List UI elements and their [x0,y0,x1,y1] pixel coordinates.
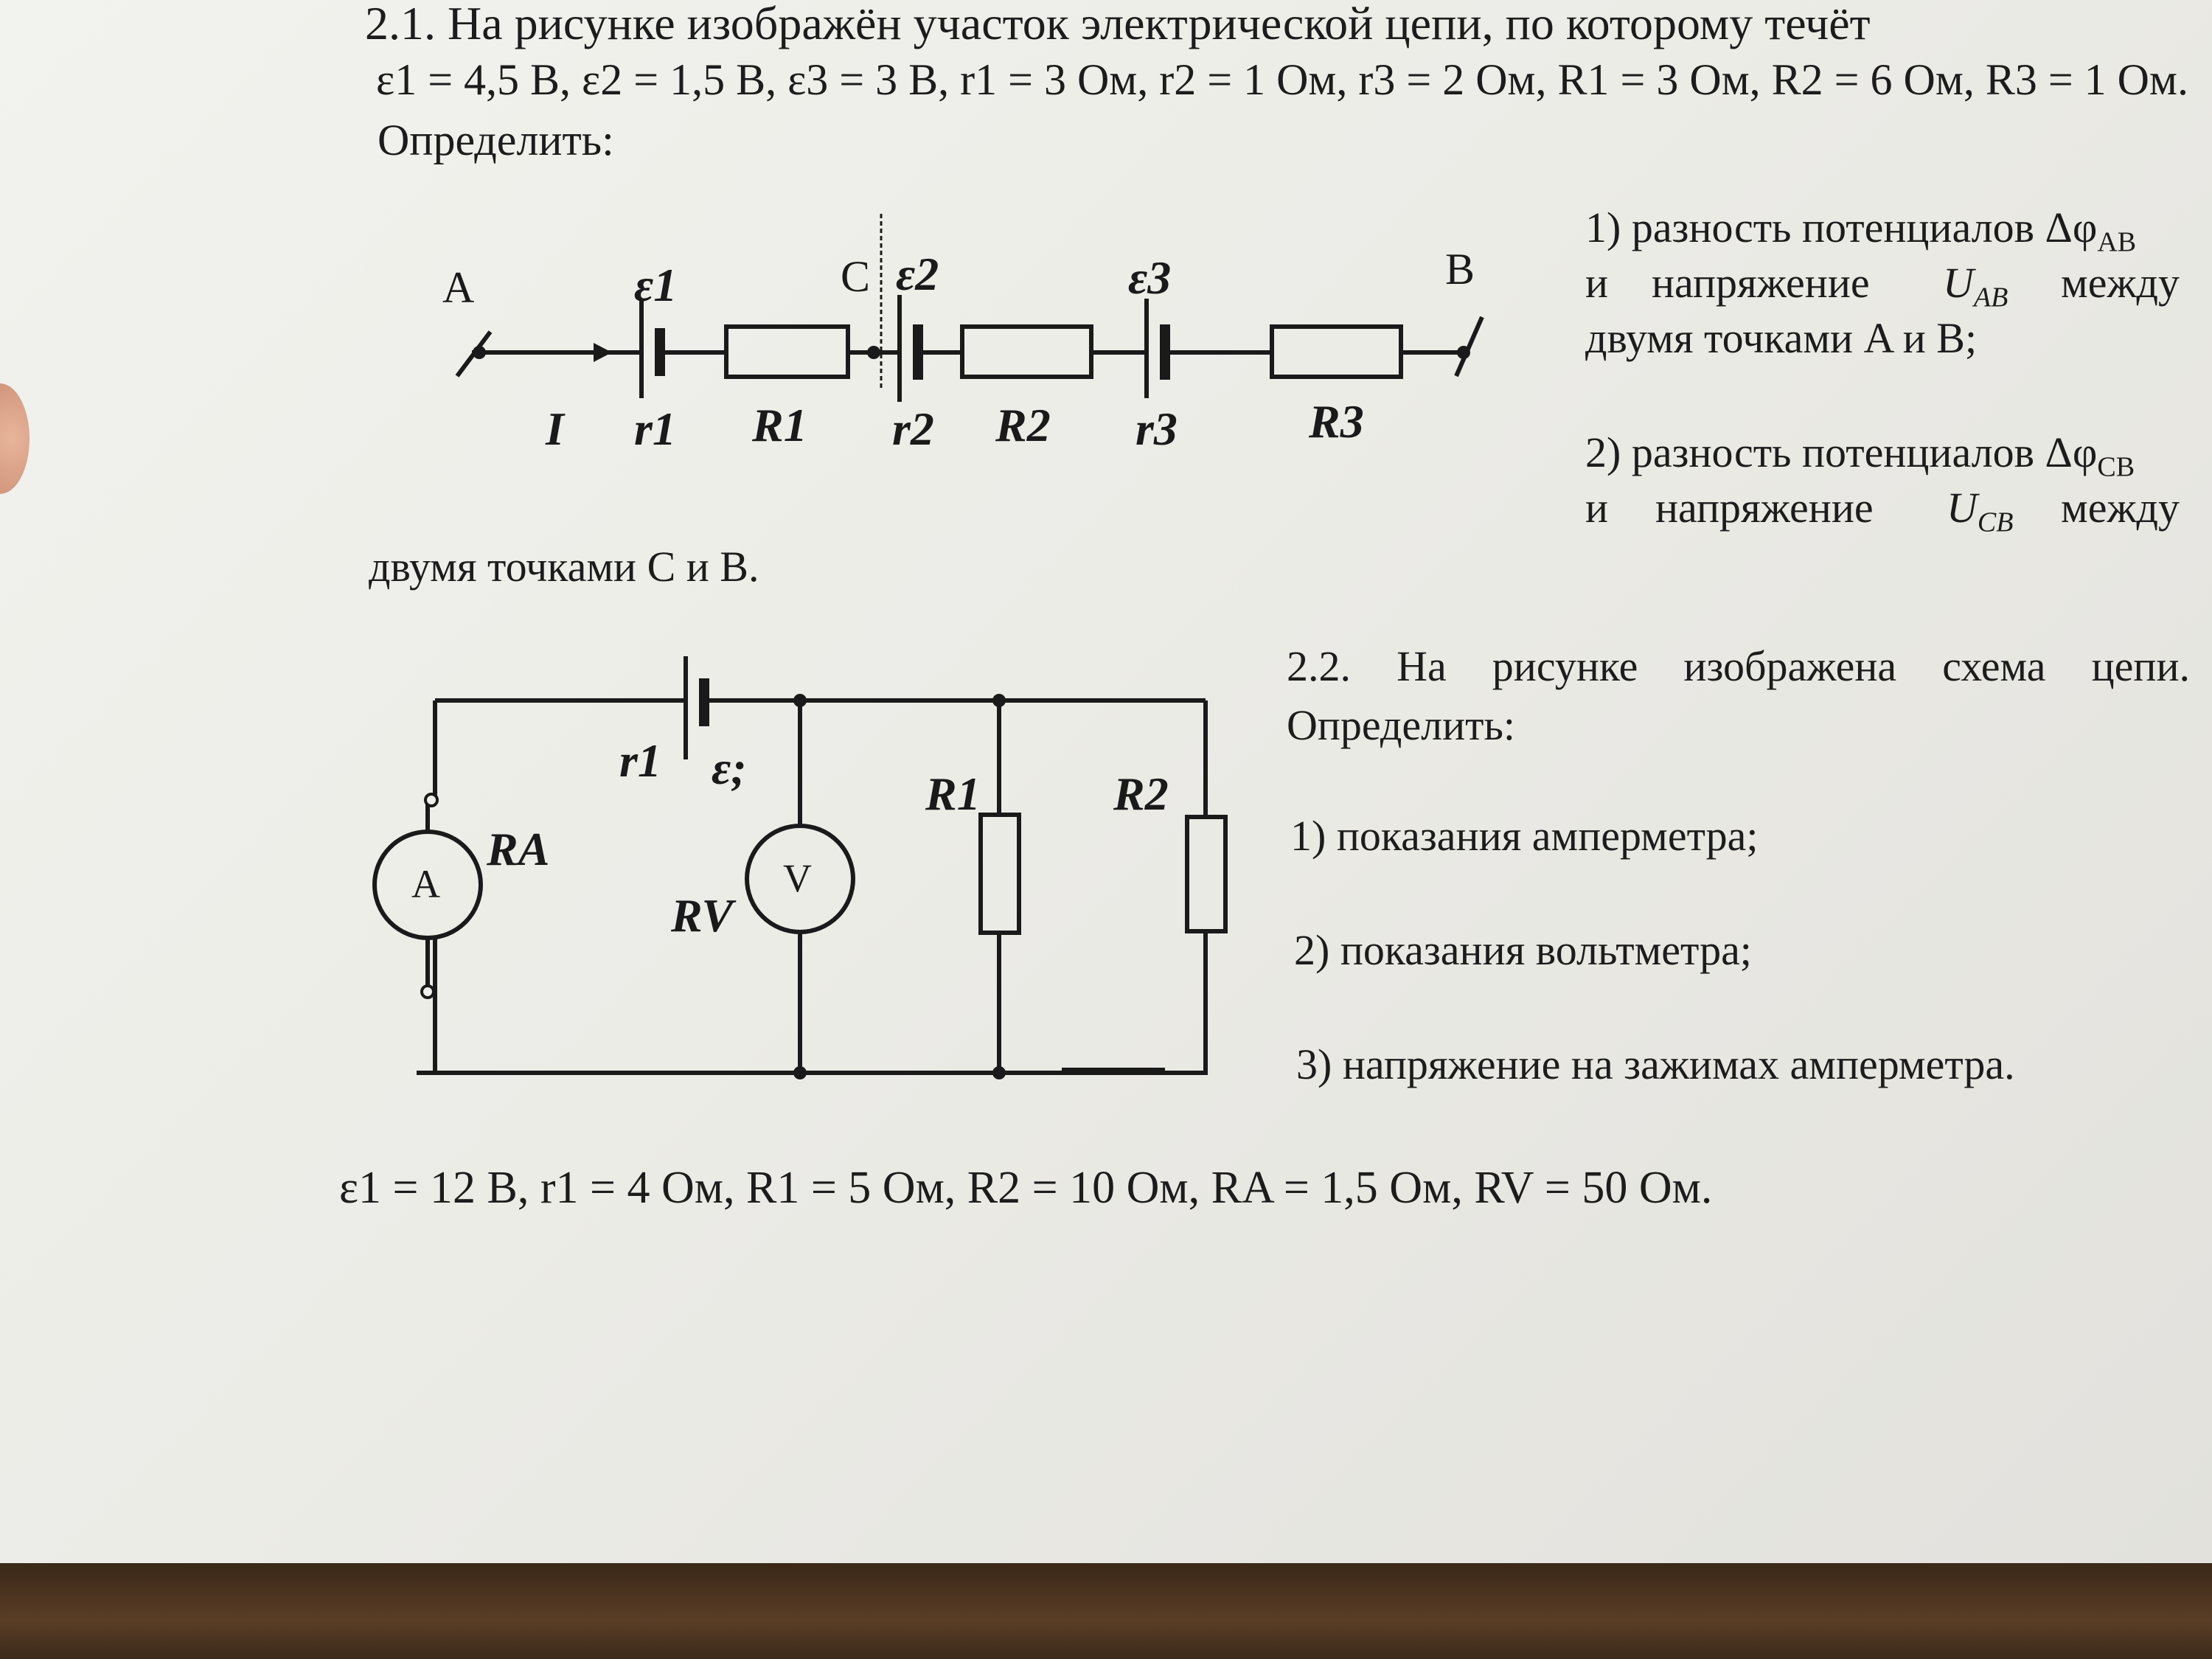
problem-21-header: 2.1. На рисунке изображён участок электр… [365,0,1871,49]
current-arrow-icon [594,343,612,362]
q21-1-line1: 1) разность потенциалов ΔφAB [1585,204,2137,258]
node-c [867,346,880,359]
label-rv: RV [671,889,734,942]
problem-22-q2: 2) показания вольтметра; [1294,926,1752,974]
problem-22-title: 2.2. На рисунке изображена схема цепи. [1287,642,2190,690]
q21-2-line3: двумя точками C и B. [369,543,759,591]
label-e3: ε3 [1128,251,1172,304]
label-r3: r3 [1135,403,1178,455]
label-ra: RA [487,823,550,875]
problem-21-givens: ε1 = 4,5 В, ε2 = 1,5 В, ε3 = 3 В, r1 = 3… [376,55,2188,104]
label-22-e: ε; [712,742,747,794]
ammeter-icon: A [411,862,440,906]
node-b [1457,346,1470,359]
label-big-r1: R1 [752,399,807,451]
problem-21-define: Определить: [378,116,614,164]
label-22-r2-big: R2 [1113,768,1169,820]
q21-1-line3: двумя точками A и B; [1585,314,1978,362]
voltmeter-icon: V [783,856,812,900]
label-a: A [442,263,475,312]
problem-22-q3: 3) напряжение на зажимах амперметра. [1296,1040,2015,1088]
table-surface [0,1563,2212,1659]
label-c: C [841,252,871,301]
label-r1: r1 [634,403,676,455]
label-current: I [546,403,564,455]
label-e2: ε2 [896,248,939,300]
label-e1: ε1 [634,259,678,311]
label-22-r1-big: R1 [925,768,981,820]
problem-22-givens: ε1 = 12 В, r1 = 4 Ом, R1 = 5 Ом, R2 = 10… [339,1163,1713,1213]
node-a [473,346,486,359]
paper-sheet [0,0,2212,1571]
label-b: B [1445,245,1475,293]
label-big-r2: R2 [995,399,1051,451]
label-22-r1: r1 [619,734,661,787]
q21-2-line1: 2) разность потенциалов ΔφCB [1585,428,2135,483]
problem-22-define: Определить: [1287,701,1516,749]
label-r2: r2 [892,403,934,455]
label-big-r3: R3 [1309,395,1364,448]
problem-22-q1: 1) показания амперметра; [1290,812,1759,860]
